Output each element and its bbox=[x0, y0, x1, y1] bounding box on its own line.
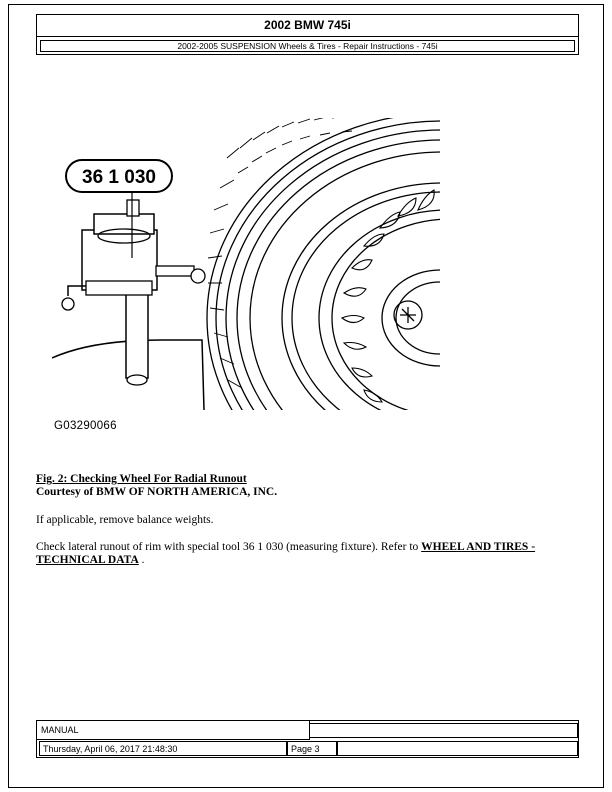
instruction-paragraph-1: If applicable, remove balance weights. bbox=[36, 514, 214, 526]
page-frame bbox=[8, 4, 604, 788]
footer-blank-top bbox=[310, 723, 578, 738]
illustration-svg: 36 1 030 bbox=[52, 118, 440, 410]
instruction-paragraph-2: Check lateral runout of rim with special… bbox=[36, 541, 576, 567]
figure-caption-credit: Courtesy of BMW OF NORTH AMERICA, INC. bbox=[36, 486, 278, 498]
document-title: 2002 BMW 745i bbox=[37, 15, 578, 37]
page-footer: MANUAL Thursday, April 06, 2017 21:48:30… bbox=[36, 720, 579, 758]
paragraph-2-text: Check lateral runout of rim with special… bbox=[36, 541, 422, 553]
print-datetime: Thursday, April 06, 2017 21:48:30 bbox=[39, 741, 287, 756]
figure-id: G03290066 bbox=[54, 420, 117, 432]
runout-illustration: 36 1 030 bbox=[52, 118, 442, 418]
manual-label: MANUAL bbox=[37, 721, 310, 740]
page-header: 2002 BMW 745i 2002-2005 SUSPENSION Wheel… bbox=[36, 14, 579, 55]
page-number: Page 3 bbox=[287, 741, 337, 756]
paragraph-2-end: . bbox=[138, 554, 145, 566]
figure-caption-title: Fig. 2: Checking Wheel For Radial Runout bbox=[36, 473, 247, 485]
technical-data-link[interactable]: WHEEL AND TIRES - TECHNICAL DATA bbox=[36, 541, 536, 566]
document-subtitle: 2002-2005 SUSPENSION Wheels & Tires - Re… bbox=[40, 40, 575, 52]
footer-blank-cell bbox=[337, 741, 578, 756]
tool-number-label: 36 1 030 bbox=[82, 167, 156, 188]
